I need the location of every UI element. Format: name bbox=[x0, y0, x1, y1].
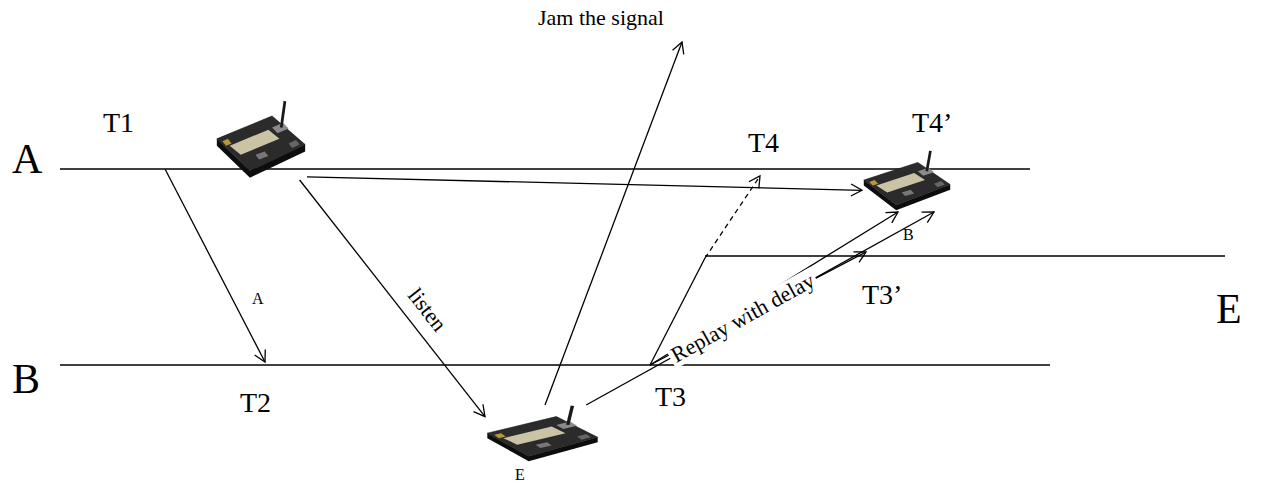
timelines bbox=[60, 169, 1225, 365]
device-part bbox=[869, 180, 878, 185]
device-part bbox=[255, 151, 268, 159]
sensor-device bbox=[215, 100, 307, 180]
timeline-e bbox=[705, 255, 1225, 256]
device-part bbox=[217, 116, 305, 171]
device-part bbox=[876, 173, 925, 192]
action-note: Jam the signal bbox=[538, 6, 664, 30]
time-label: T1 bbox=[103, 108, 134, 139]
sensor-device bbox=[485, 405, 600, 463]
device-part bbox=[902, 190, 915, 196]
message-connector bbox=[300, 180, 485, 417]
antenna bbox=[281, 101, 285, 127]
device-part bbox=[503, 427, 565, 445]
sensor-node: E bbox=[485, 405, 600, 463]
device-part bbox=[487, 417, 597, 457]
time-label: T4 bbox=[748, 128, 779, 159]
sensor-device bbox=[862, 150, 952, 212]
message-connector bbox=[307, 177, 862, 191]
timeline-name: A bbox=[12, 136, 42, 182]
sensor-node: B bbox=[862, 150, 952, 212]
sensor-node: A bbox=[215, 100, 307, 180]
device-label: B bbox=[903, 226, 914, 244]
time-label: T3’ bbox=[862, 280, 902, 311]
message-arrow bbox=[165, 169, 265, 362]
device-part bbox=[536, 442, 552, 448]
timeline-name: E bbox=[1216, 286, 1242, 332]
time-label: T4’ bbox=[912, 108, 952, 139]
timeline-a bbox=[60, 168, 1030, 169]
device-part bbox=[577, 434, 591, 440]
time-label: T2 bbox=[240, 388, 271, 419]
edge-label: Replay with delay bbox=[664, 267, 821, 369]
device-part bbox=[289, 140, 300, 148]
edge-label: listen bbox=[401, 281, 453, 338]
dashed-arrow bbox=[705, 176, 760, 258]
timeline-name: B bbox=[12, 356, 40, 402]
device-part bbox=[230, 130, 280, 155]
device-label: A bbox=[252, 290, 264, 308]
device-label: E bbox=[515, 466, 525, 484]
antenna bbox=[927, 151, 931, 171]
jam-arrow bbox=[545, 42, 682, 405]
timeline-b bbox=[60, 364, 1050, 365]
device-part bbox=[934, 181, 945, 187]
device-part bbox=[864, 162, 950, 205]
message-arrows bbox=[165, 42, 898, 405]
device-part bbox=[494, 433, 506, 438]
device-part bbox=[222, 139, 231, 146]
time-label: T3 bbox=[655, 382, 686, 413]
message-connector bbox=[586, 212, 934, 405]
antenna bbox=[568, 406, 573, 425]
